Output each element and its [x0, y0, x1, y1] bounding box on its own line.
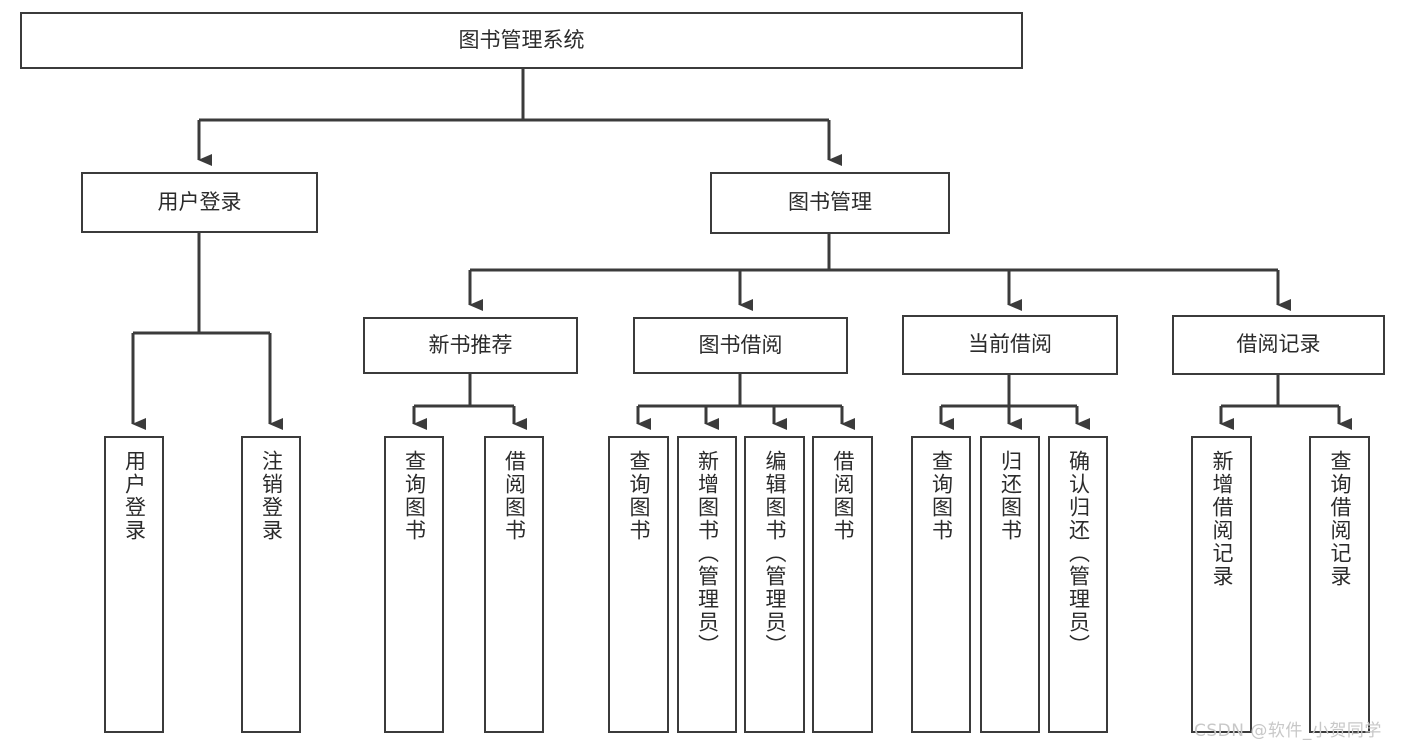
node-borrow-record[interactable]: 借阅记录 — [1172, 315, 1385, 375]
node-root[interactable]: 图书管理系统 — [20, 12, 1023, 69]
node-leaf-borrow-book-1[interactable]: 借阅图书 — [484, 436, 544, 733]
node-leaf-query-record-label: 查询借阅记录 — [1328, 450, 1352, 588]
node-leaf-add-book[interactable]: 新增图书（管理员） — [677, 436, 737, 733]
node-leaf-query-book-2-label: 查询图书 — [627, 450, 651, 542]
csdn-watermark: CSDN @软件_小贺同学 — [1194, 721, 1382, 741]
node-leaf-confirm-return-label: 确认归还（管理员） — [1066, 450, 1091, 657]
node-root-label: 图书管理系统 — [458, 27, 585, 52]
node-user-login[interactable]: 用户登录 — [81, 172, 318, 233]
node-leaf-edit-book-label: 编辑图书（管理员） — [763, 450, 787, 657]
node-leaf-logout[interactable]: 注销登录 — [241, 436, 301, 733]
node-leaf-query-book-3-label: 查询图书 — [929, 450, 954, 542]
node-leaf-query-book-1[interactable]: 查询图书 — [384, 436, 444, 733]
node-book-manage-label: 图书管理 — [788, 190, 872, 215]
node-leaf-add-record-label: 新增借阅记录 — [1210, 450, 1234, 588]
node-leaf-query-record[interactable]: 查询借阅记录 — [1309, 436, 1370, 733]
node-book-borrow[interactable]: 图书借阅 — [633, 317, 848, 374]
node-leaf-confirm-return[interactable]: 确认归还（管理员） — [1048, 436, 1108, 733]
node-leaf-borrow-book-1-label: 借阅图书 — [502, 450, 527, 542]
node-leaf-return-book[interactable]: 归还图书 — [980, 436, 1040, 733]
node-leaf-user-login[interactable]: 用户登录 — [104, 436, 164, 733]
node-leaf-query-book-2[interactable]: 查询图书 — [608, 436, 669, 733]
node-leaf-edit-book[interactable]: 编辑图书（管理员） — [744, 436, 805, 733]
node-leaf-borrow-book-2-label: 借阅图书 — [831, 450, 855, 542]
node-leaf-return-book-label: 归还图书 — [998, 450, 1023, 542]
node-leaf-user-login-label: 用户登录 — [122, 450, 147, 542]
node-user-login-label: 用户登录 — [157, 189, 242, 214]
node-current-borrow-label: 当前借阅 — [968, 332, 1052, 357]
node-current-borrow[interactable]: 当前借阅 — [902, 315, 1118, 375]
node-leaf-add-record[interactable]: 新增借阅记录 — [1191, 436, 1252, 733]
node-book-manage[interactable]: 图书管理 — [710, 172, 950, 234]
node-leaf-logout-label: 注销登录 — [259, 450, 284, 542]
node-new-book-recommend-label: 新书推荐 — [428, 332, 513, 357]
node-leaf-query-book-1-label: 查询图书 — [402, 450, 427, 542]
node-leaf-add-book-label: 新增图书（管理员） — [695, 450, 720, 657]
node-leaf-query-book-3[interactable]: 查询图书 — [911, 436, 971, 733]
node-borrow-record-label: 借阅记录 — [1236, 332, 1321, 357]
node-new-book-recommend[interactable]: 新书推荐 — [363, 317, 578, 374]
node-book-borrow-label: 图书借阅 — [698, 332, 783, 357]
node-leaf-borrow-book-2[interactable]: 借阅图书 — [812, 436, 873, 733]
